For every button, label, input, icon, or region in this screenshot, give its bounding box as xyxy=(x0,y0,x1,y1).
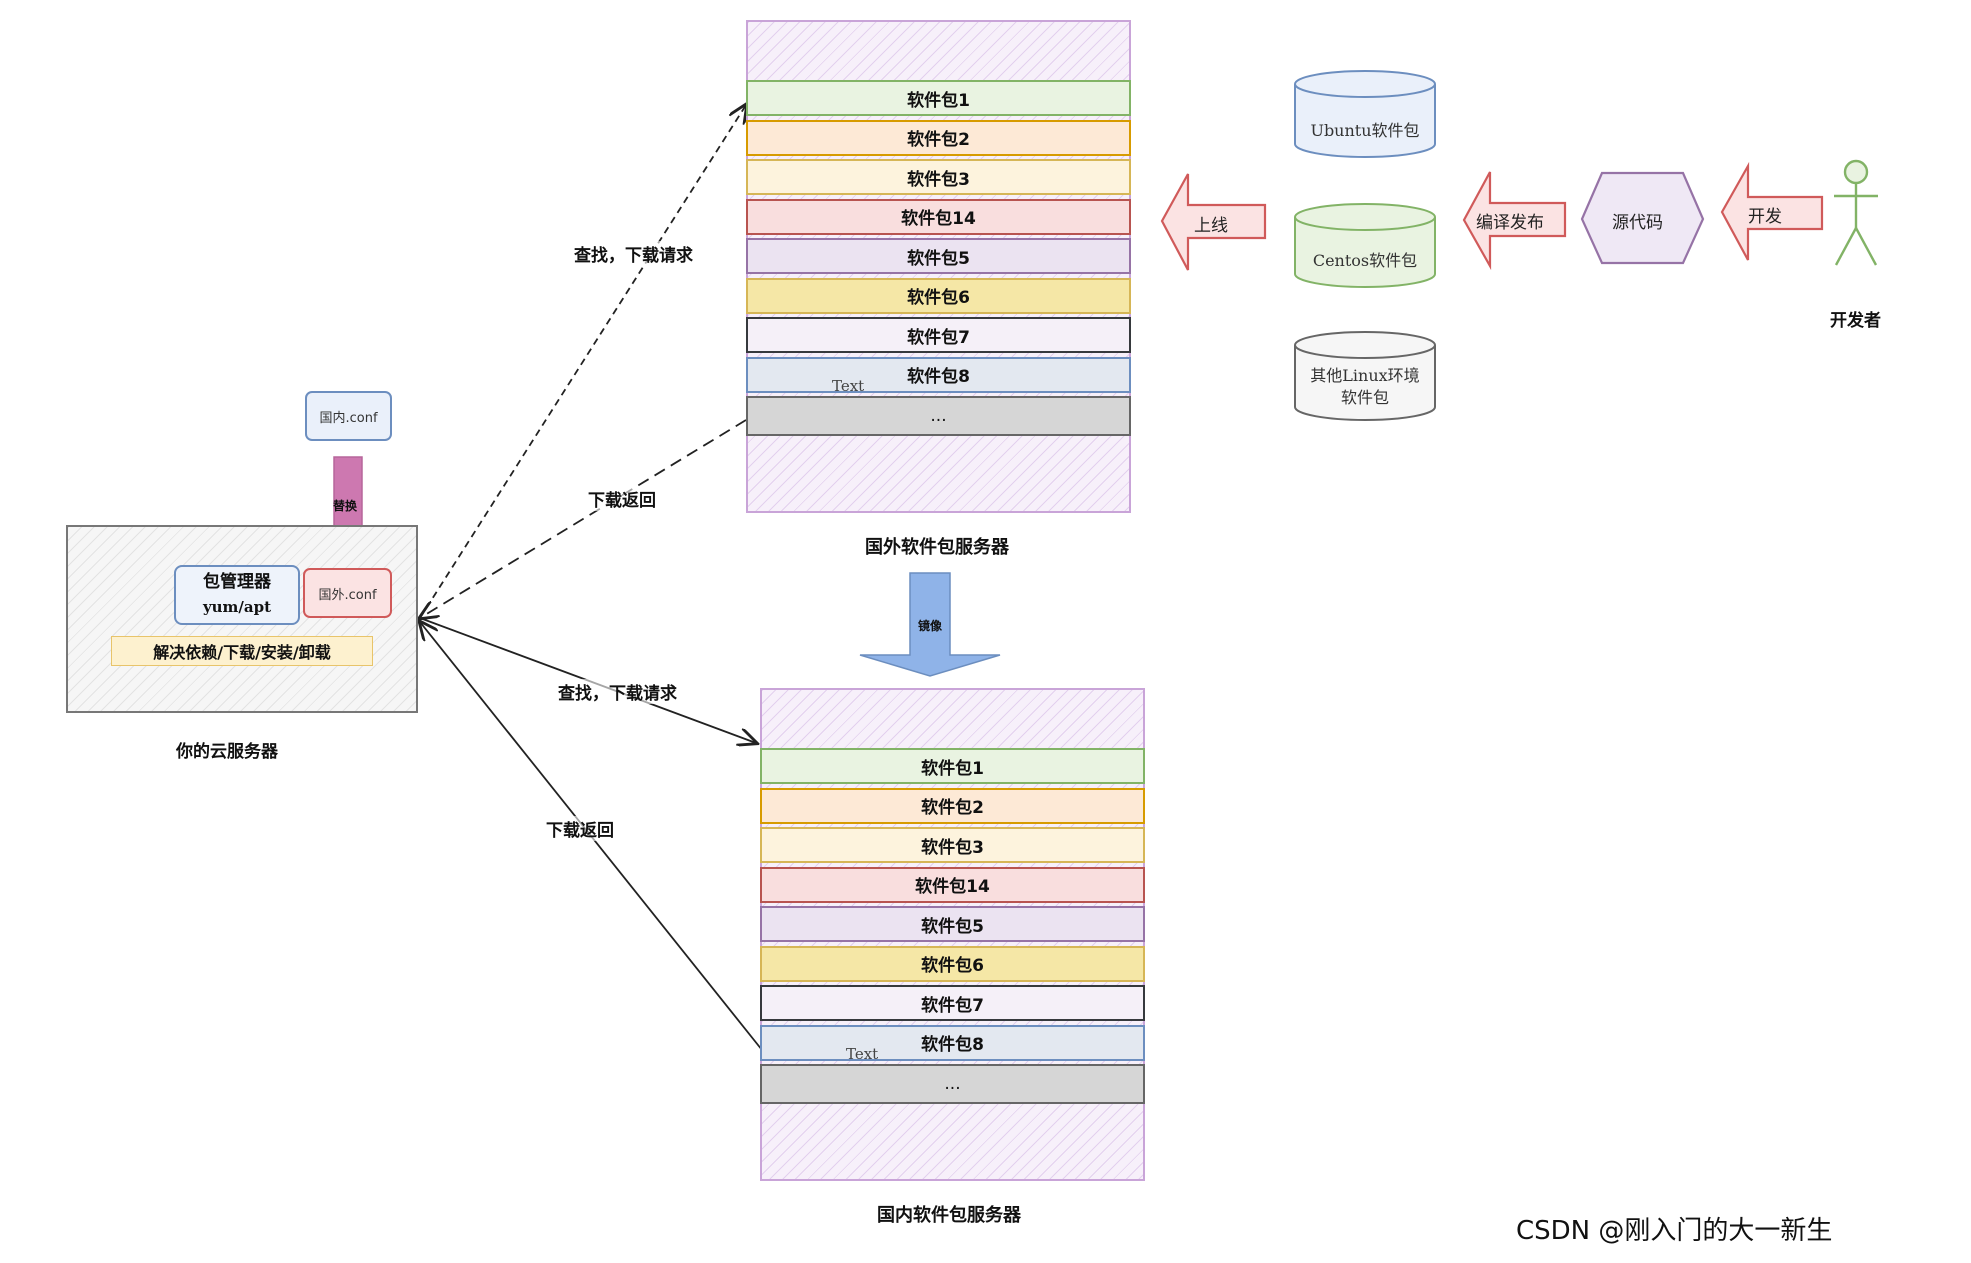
package-row: 软件包8 xyxy=(760,1024,1145,1061)
package-label: 软件包1 xyxy=(907,90,970,111)
csdn-watermark: CSDN @刚入门的大一新生 xyxy=(1516,1216,1833,1246)
developer-caption: 开发者 xyxy=(1830,311,1881,331)
package-label: 软件包5 xyxy=(907,248,970,269)
domestic-package-server: 软件包1 软件包2 软件包3 软件包14 软件包5 软件包6 软件包7 软件包8... Tex… xyxy=(760,688,1145,1181)
online-label: 上线 xyxy=(1194,216,1228,236)
download-return-bottom-label: 下载返回 xyxy=(546,816,614,841)
centos-repo-cylinder xyxy=(1294,203,1436,288)
package-row: ... xyxy=(746,396,1131,436)
package-label: 软件包6 xyxy=(921,956,984,976)
package-label: 软件包2 xyxy=(921,798,984,818)
package-row: 软件包7 xyxy=(760,985,1145,1021)
package-row: 软件包14 xyxy=(760,866,1145,903)
package-label: 软件包3 xyxy=(921,837,984,858)
foreign-conf-box: 国外.conf xyxy=(303,568,392,618)
package-row: ... xyxy=(760,1064,1145,1104)
package-row: 软件包6 xyxy=(760,945,1145,982)
package-row: 软件包1 xyxy=(746,80,1131,116)
package-label: ... xyxy=(930,406,947,426)
package-label: 软件包2 xyxy=(907,130,970,150)
package-row: 软件包5 xyxy=(760,906,1145,942)
query-request-top-label: 查找，下载请求 xyxy=(574,241,693,266)
query-request-top-line xyxy=(419,105,746,619)
package-row: 软件包8 xyxy=(746,356,1131,393)
download-return-top-label: 下载返回 xyxy=(588,486,656,511)
package-row: 软件包3 xyxy=(746,159,1131,195)
ubuntu-repo-cylinder xyxy=(1294,70,1436,158)
ubuntu-repo-label: Ubuntu软件包 xyxy=(1310,121,1420,140)
package-row: 软件包5 xyxy=(746,238,1131,274)
package-row: 软件包2 xyxy=(760,787,1145,824)
package-label: 软件包1 xyxy=(921,758,984,779)
package-row: 软件包7 xyxy=(746,317,1131,353)
replace-label: 替换 xyxy=(333,499,358,513)
package-label: 软件包7 xyxy=(921,995,984,1016)
other-linux-repo-label-line2: 软件包 xyxy=(1340,388,1389,407)
centos-repo-label: Centos软件包 xyxy=(1312,251,1418,270)
package-row: 软件包2 xyxy=(746,119,1131,156)
download-return-top-line xyxy=(420,419,747,618)
developer-figure xyxy=(1834,159,1878,266)
package-row: 软件包14 xyxy=(746,198,1131,235)
package-row: 软件包3 xyxy=(760,827,1145,863)
compile-release-label: 编译发布 xyxy=(1476,213,1544,233)
package-manager-title: 包管理器 xyxy=(203,572,271,592)
stray-text: Text xyxy=(846,1045,879,1063)
package-row: 软件包6 xyxy=(746,277,1131,314)
package-manager-box: 包管理器 yum/apt xyxy=(174,565,300,625)
package-manager-subtitle: yum/apt xyxy=(202,598,272,616)
package-label: 软件包3 xyxy=(907,169,970,190)
foreign-package-server: 软件包1 软件包2 软件包3 软件包14 软件包5 软件包6 软件包7 软件包8... Tex… xyxy=(746,20,1131,513)
domestic-conf-box: 国内.conf xyxy=(305,391,392,441)
features-bar: 解决依赖/下载/安装/卸载 xyxy=(111,636,373,666)
develop-label: 开发 xyxy=(1748,207,1782,227)
source-code-label: 源代码 xyxy=(1612,213,1663,233)
package-label: ... xyxy=(944,1074,961,1094)
package-label: 软件包8 xyxy=(921,1035,984,1055)
package-label: 软件包14 xyxy=(915,877,990,897)
package-label: 软件包8 xyxy=(907,367,970,387)
other-linux-repo-label: 其他Linux环境 xyxy=(1310,366,1420,385)
query-request-bottom-label: 查找，下载请求 xyxy=(558,679,677,704)
cloud-server-caption: 你的云服务器 xyxy=(176,742,278,762)
domestic-server-caption: 国内软件包服务器 xyxy=(877,1205,1021,1226)
package-label: 软件包5 xyxy=(921,916,984,937)
package-label: 软件包6 xyxy=(907,288,970,308)
package-row: 软件包1 xyxy=(760,748,1145,784)
stray-text: Text xyxy=(832,377,865,395)
foreign-server-caption: 国外软件包服务器 xyxy=(865,537,1009,558)
mirror-label: 镜像 xyxy=(918,619,943,633)
package-label: 软件包14 xyxy=(901,209,976,229)
package-label: 软件包7 xyxy=(907,327,970,348)
